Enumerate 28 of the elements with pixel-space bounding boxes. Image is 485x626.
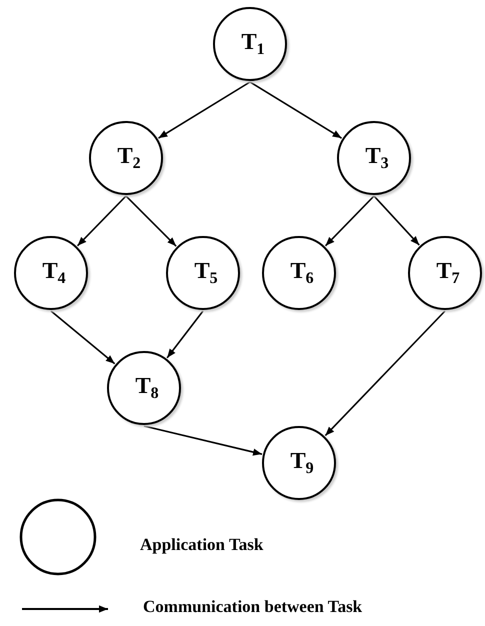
- task-circle: [408, 236, 482, 310]
- task-circle: [14, 236, 88, 310]
- legend-label: Communication between Task: [143, 597, 362, 617]
- task-label: T$_{7}$: [435, 258, 460, 288]
- arrow: [76, 195, 127, 246]
- arrow: [166, 310, 204, 358]
- task-circle: [337, 121, 411, 195]
- task-circle: [107, 351, 181, 425]
- task-label: T$_{2}$: [116, 143, 141, 173]
- task-label: T$_{6}$: [289, 258, 314, 288]
- arrow: [125, 195, 177, 247]
- task-circle: [262, 236, 336, 310]
- task-label: T$_{8}$: [134, 373, 159, 403]
- task-label: T$_{3}$: [364, 143, 389, 173]
- task-label: T$_{5}$: [193, 258, 218, 288]
- task-circle: [262, 426, 336, 500]
- arrow: [324, 310, 446, 436]
- arrow: [250, 81, 342, 139]
- arrow: [50, 310, 116, 364]
- arrow: [373, 195, 420, 246]
- task-label: T$_{4}$: [41, 258, 66, 288]
- arrow: [324, 195, 375, 246]
- arrow: [158, 81, 250, 139]
- task-label: T$_{1}$: [240, 29, 265, 59]
- arrow: [144, 425, 262, 456]
- task-circle: [166, 236, 240, 310]
- legend-label: Application Task: [140, 535, 264, 555]
- task-label: T$_{9}$: [289, 448, 314, 478]
